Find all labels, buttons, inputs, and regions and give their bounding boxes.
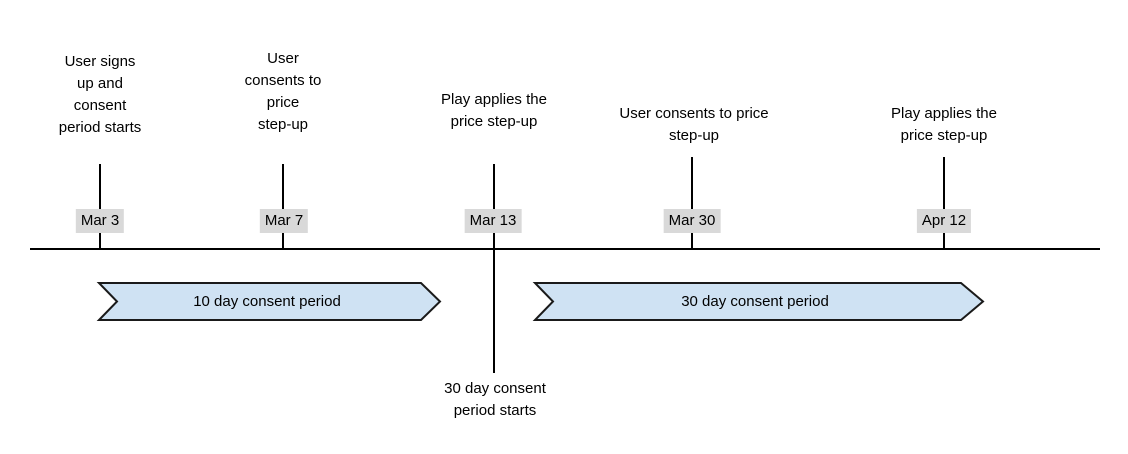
event-label-first-apply: Play applies the price step-up	[441, 91, 547, 130]
note-30-day-period-starts: 30 day consent period starts	[444, 380, 546, 419]
event-tick-apr12	[943, 157, 945, 250]
event-label-signup: User signs up and consent period starts	[58, 53, 142, 136]
event-label-second-apply: Play applies the price step-up	[891, 105, 997, 144]
event-label-first-consent: User consents to price step-up	[244, 50, 322, 133]
ten-day-period-arrow	[96, 282, 442, 321]
thirty-day-period-arrow	[532, 282, 985, 321]
date-label-mar13: Mar 13	[464, 209, 522, 233]
date-label-mar3: Mar 3	[75, 209, 125, 233]
event-tick-mar7	[282, 164, 284, 250]
date-label-mar30: Mar 30	[663, 209, 721, 233]
event-tick-mar30	[691, 157, 693, 250]
date-label-apr12: Apr 12	[916, 209, 972, 233]
event-tick-mar13	[493, 164, 495, 373]
period-label-10-day: 10 day consent period	[193, 293, 341, 310]
event-label-second-consent: User consents to price step-up	[619, 105, 769, 144]
period-label-30-day: 30 day consent period	[681, 293, 829, 310]
event-tick-mar3	[99, 164, 101, 250]
timeline-axis	[30, 248, 1100, 250]
date-label-mar7: Mar 7	[259, 209, 309, 233]
